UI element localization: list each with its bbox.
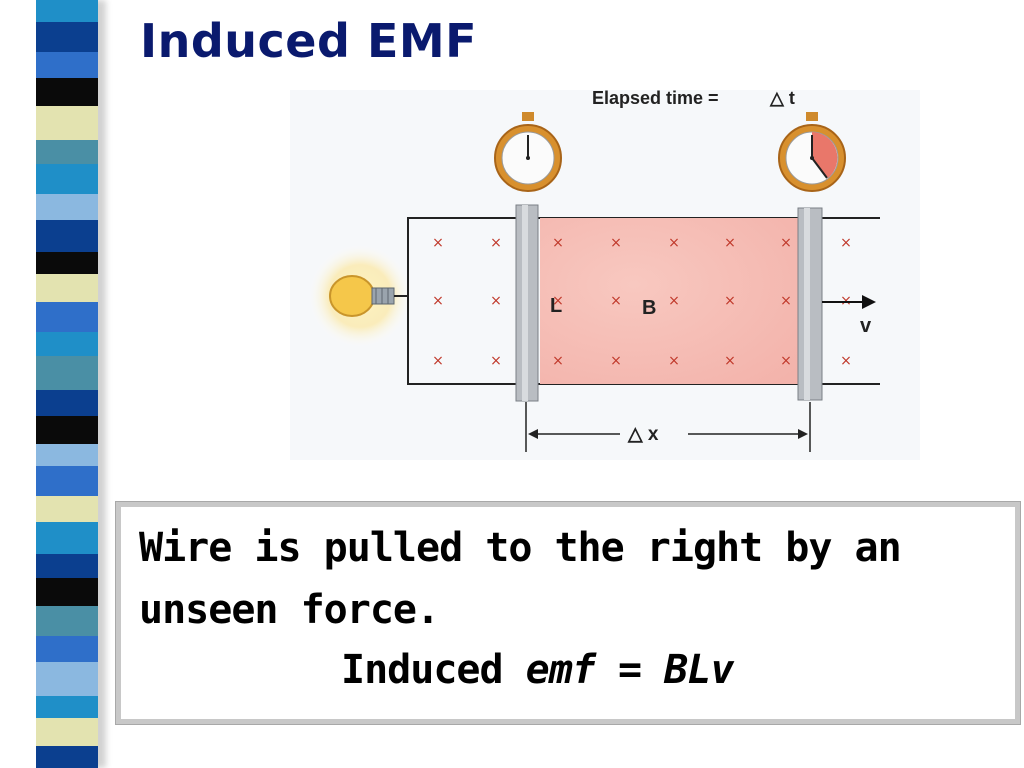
sidebar-stripe — [36, 78, 98, 106]
field-x-marker: × — [552, 293, 564, 309]
caption-box: Wire is pulled to the right by an unseen… — [115, 501, 1021, 725]
sidebar-stripe — [36, 22, 98, 52]
sidebar-stripe — [36, 496, 98, 522]
light-bulb-icon — [329, 275, 408, 317]
field-x-marker: × — [610, 235, 622, 251]
field-x-marker: × — [490, 235, 502, 251]
field-x-marker: × — [668, 293, 680, 309]
sidebar-stripe — [36, 140, 98, 164]
formula-equals: = — [594, 647, 665, 693]
emf-formula: Induced emf = BLv — [341, 647, 734, 693]
field-x-marker: × — [724, 293, 736, 309]
field-x-marker: × — [668, 235, 680, 251]
field-x-marker: × — [780, 293, 792, 309]
sidebar-stripe — [36, 718, 98, 746]
sidebar-color-strip — [36, 0, 98, 768]
sidebar-stripe — [36, 252, 98, 274]
sidebar-stripe — [36, 52, 98, 78]
field-x-marker: × — [840, 353, 852, 369]
sidebar-stripe — [36, 220, 98, 252]
sidebar-stripe — [36, 522, 98, 554]
decorative-sidebar — [0, 0, 118, 768]
field-x-marker: × — [552, 353, 564, 369]
sidebar-stripe — [36, 554, 98, 578]
sidebar-stripe — [36, 106, 98, 140]
stopwatch-end-icon — [778, 112, 846, 192]
formula-emf: emf — [525, 647, 596, 693]
formula-prefix: Induced — [341, 647, 526, 693]
left-rail — [515, 204, 539, 402]
sidebar-stripe — [36, 194, 98, 220]
field-x-marker: × — [432, 293, 444, 309]
displacement-label: △ x — [627, 424, 659, 445]
sidebar-stripe — [36, 606, 98, 636]
sidebar-stripe — [36, 274, 98, 302]
sidebar-margin — [0, 0, 36, 768]
elapsed-time-label: Elapsed time = — [592, 88, 719, 108]
sidebar-stripe — [36, 416, 98, 444]
sidebar-stripe — [36, 662, 98, 696]
sidebar-stripe — [36, 390, 98, 416]
sidebar-stripe — [36, 578, 98, 606]
field-label: B — [642, 297, 656, 319]
field-x-marker: × — [780, 353, 792, 369]
sliding-wire — [797, 207, 823, 401]
caption-line-1: Wire is pulled to the right by an — [139, 525, 902, 571]
induced-emf-diagram: ×××××××××××××××××××××××× Elapsed ti — [290, 88, 920, 460]
elapsed-time-symbol: △ t — [769, 88, 795, 108]
field-markers: ×××××××××××××××××××××××× — [432, 235, 852, 369]
field-x-marker: × — [610, 353, 622, 369]
sidebar-stripe — [36, 332, 98, 356]
stopwatch-start-icon — [494, 112, 562, 192]
sidebar-stripe — [36, 636, 98, 662]
sidebar-stripe — [36, 696, 98, 718]
field-x-marker: × — [780, 235, 792, 251]
velocity-label: v — [860, 315, 872, 337]
field-x-marker: × — [432, 235, 444, 251]
magnetic-field-region — [540, 218, 808, 384]
sidebar-stripe — [36, 0, 98, 22]
sidebar-stripe — [36, 466, 98, 496]
length-label: L — [550, 295, 562, 317]
sidebar-stripe — [36, 302, 98, 332]
sidebar-stripe — [36, 164, 98, 194]
displacement-indicator — [525, 402, 811, 452]
field-x-marker: × — [552, 235, 564, 251]
sidebar-stripe — [36, 444, 98, 466]
field-x-marker: × — [432, 353, 444, 369]
velocity-arrow — [822, 295, 876, 309]
sidebar-stripe — [36, 356, 98, 390]
field-x-marker: × — [610, 293, 622, 309]
field-x-marker: × — [490, 353, 502, 369]
field-x-marker: × — [490, 293, 502, 309]
field-x-marker: × — [724, 353, 736, 369]
field-x-marker: × — [668, 353, 680, 369]
formula-rhs: BLv — [664, 647, 734, 693]
caption-line-2: unseen force. — [139, 587, 440, 633]
sidebar-stripe — [36, 746, 98, 768]
field-x-marker: × — [724, 235, 736, 251]
slide-title: Induced EMF — [140, 14, 478, 68]
field-x-marker: × — [840, 235, 852, 251]
